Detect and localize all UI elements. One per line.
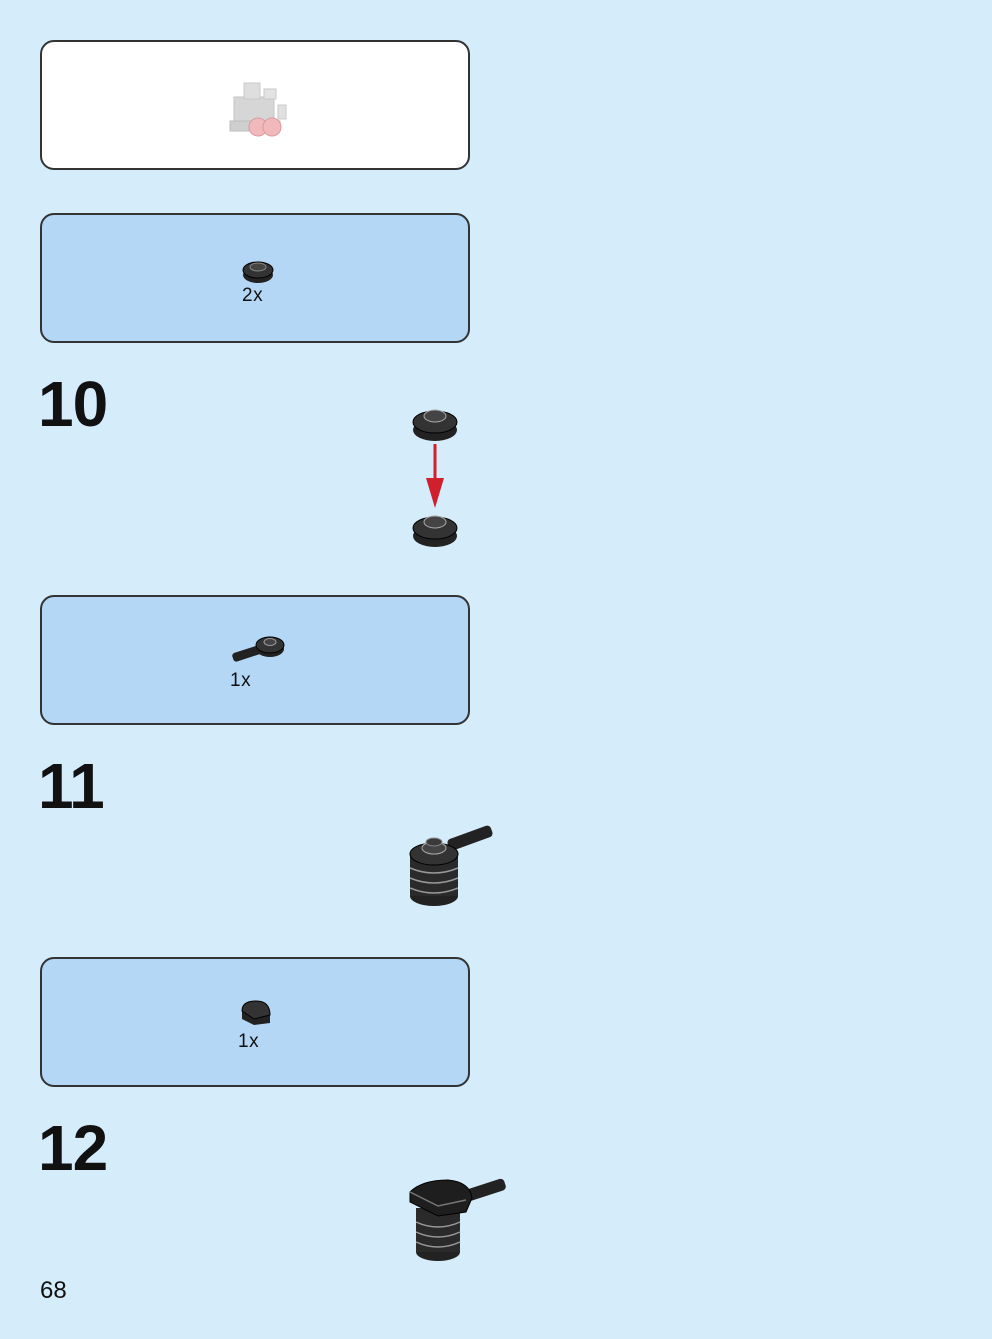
step-12-assembly xyxy=(409,1178,506,1261)
step-number: 12 xyxy=(38,1112,108,1184)
step-10-assembly xyxy=(412,409,458,547)
model-preview-box xyxy=(40,40,470,170)
part-quantity: 1x xyxy=(238,1031,260,1052)
part-quantity: 1x xyxy=(230,670,252,691)
step-number: 10 xyxy=(38,368,108,440)
train-model-icon xyxy=(229,82,287,137)
arrow-head-icon xyxy=(426,478,444,508)
part-quantity: 2x xyxy=(242,285,264,306)
parts-callout-step-11: 1x xyxy=(40,595,470,725)
step-11-assembly xyxy=(409,825,493,906)
page-number: 68 xyxy=(40,1277,67,1304)
parts-callout-step-12: 1x xyxy=(40,957,470,1087)
quarter-round-tile-icon xyxy=(241,1000,271,1025)
round-plate-bottom-icon xyxy=(412,515,458,547)
round-plate-top-icon xyxy=(412,409,458,441)
step-number: 11 xyxy=(38,750,105,822)
plate-with-bar-icon xyxy=(232,636,285,662)
round-plate-icon xyxy=(242,261,274,283)
parts-callout-step-10: 2x xyxy=(40,213,470,343)
